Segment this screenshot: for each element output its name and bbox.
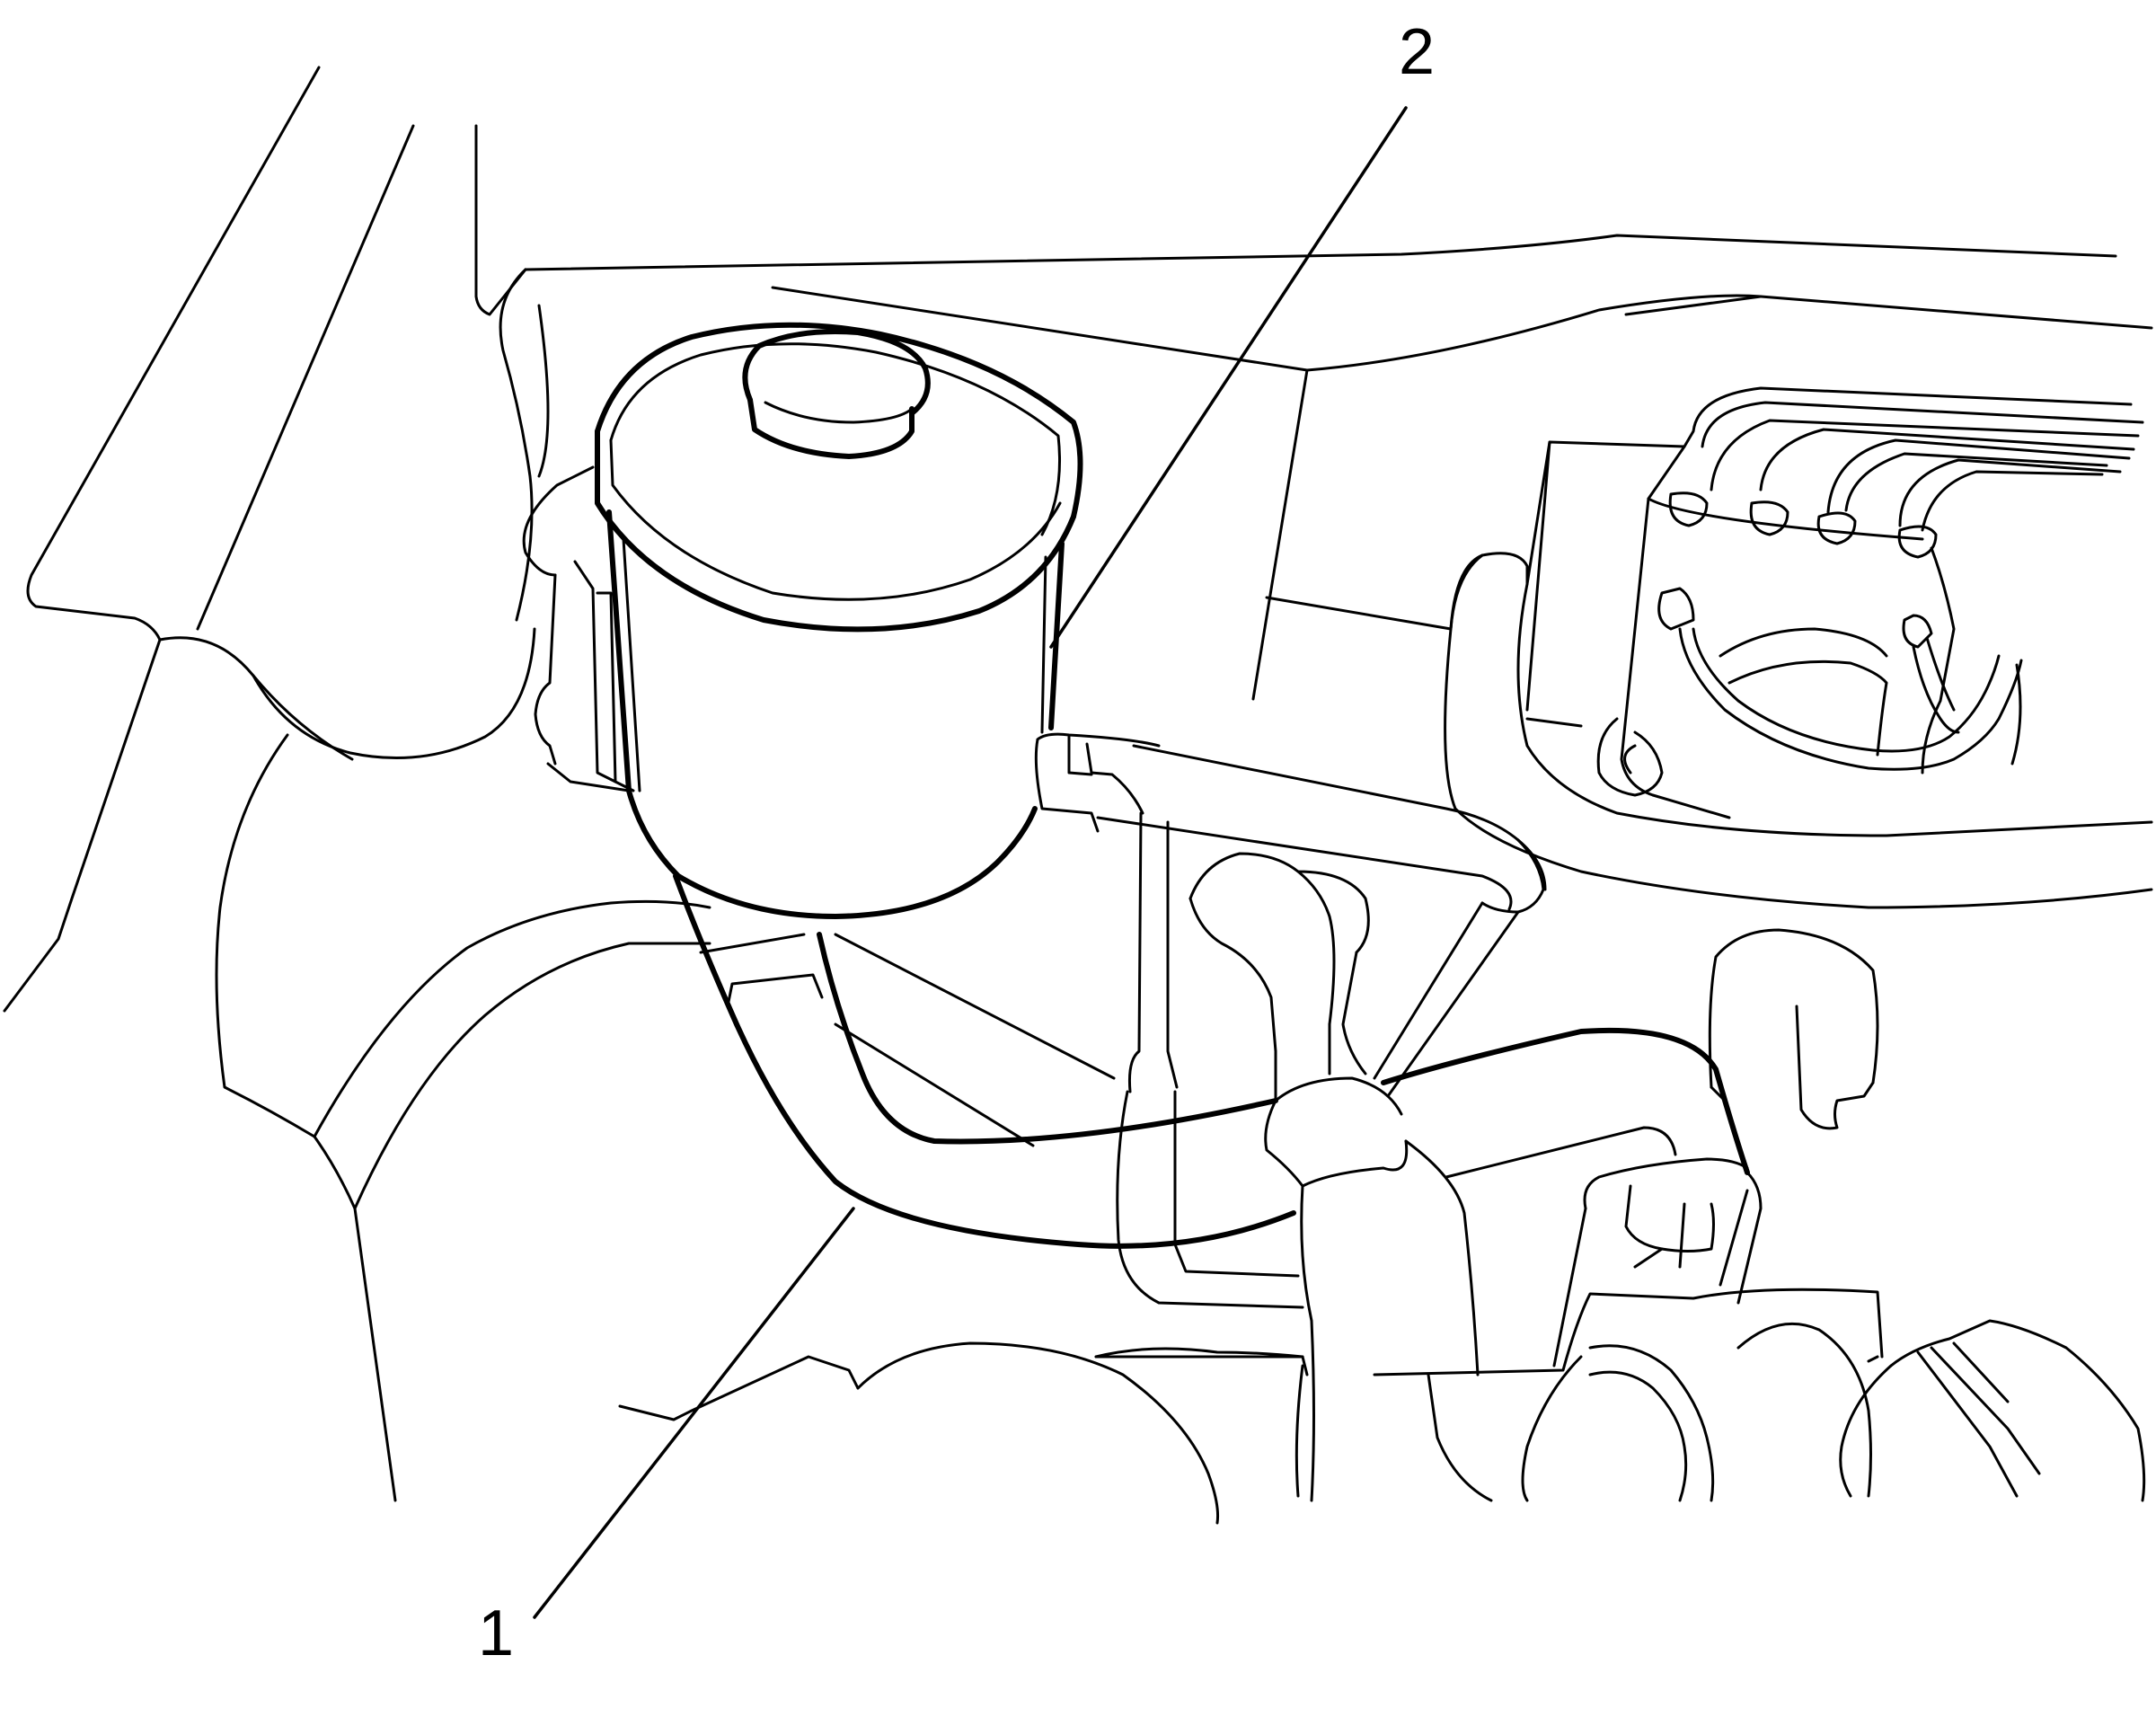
lower-left-components bbox=[618, 1341, 1304, 1525]
leader-line-2 bbox=[1049, 106, 1408, 649]
power-steering-hose bbox=[673, 873, 1750, 1249]
left-fender-panel bbox=[3, 66, 711, 1502]
right-bracket bbox=[1552, 928, 1879, 1368]
leader-lines bbox=[533, 106, 1408, 1619]
callout-2: 2 bbox=[1399, 16, 1435, 88]
power-steering-reservoir bbox=[595, 322, 1083, 919]
hose-clamp bbox=[1264, 1022, 1480, 1502]
callout-1: 1 bbox=[478, 1598, 514, 1669]
abs-module bbox=[1444, 386, 2153, 909]
reservoir-return-line bbox=[1034, 732, 1547, 1309]
reservoir-bracket bbox=[522, 465, 635, 792]
center-elbow-hose bbox=[1188, 852, 1370, 1076]
cowl-panel bbox=[524, 234, 2153, 701]
leader-line-1 bbox=[533, 1207, 855, 1619]
lower-components bbox=[1094, 1288, 2146, 1502]
